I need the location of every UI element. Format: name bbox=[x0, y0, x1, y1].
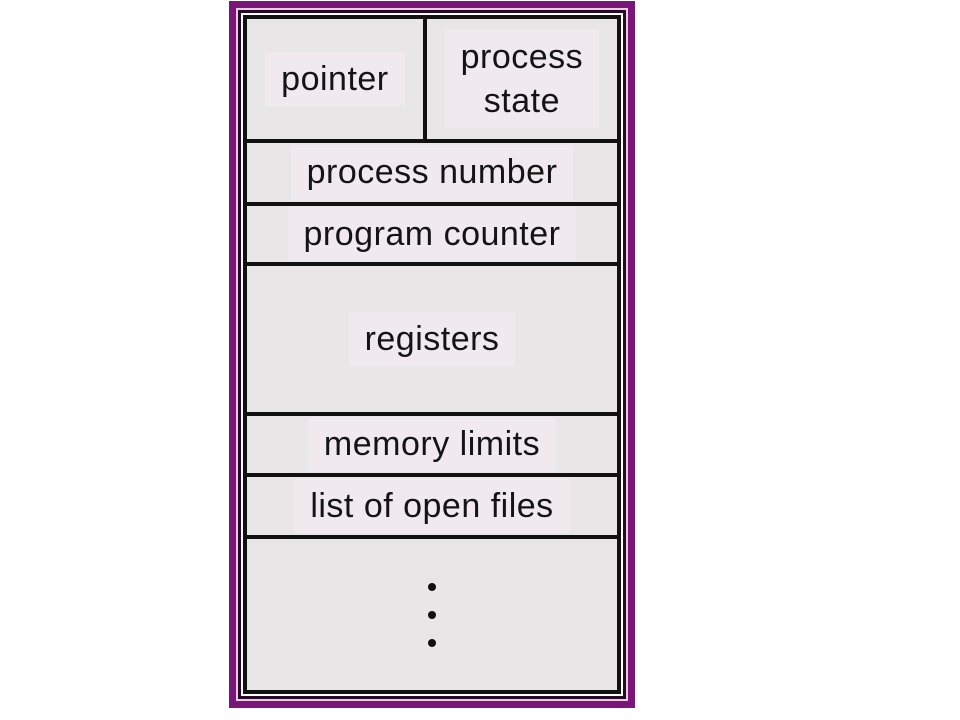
memory-limits-label: memory limits bbox=[307, 417, 557, 472]
ellipsis-dot-icon bbox=[428, 610, 436, 619]
pcb-row-registers: registers bbox=[247, 262, 617, 412]
pcb-frame-outer-border: pointer process state process number bbox=[229, 1, 635, 708]
pointer-label: pointer bbox=[265, 51, 405, 107]
pcb-frame-inner-line: pointer process state process number bbox=[238, 10, 626, 699]
pcb-row-memory-limits: memory limits bbox=[247, 412, 617, 473]
pcb-cell-pointer: pointer bbox=[247, 19, 427, 139]
pcb-table: pointer process state process number bbox=[243, 15, 621, 694]
pcb-row-pointer-process-state: pointer process state bbox=[247, 19, 617, 139]
pcb-row-list-of-open-files: list of open files bbox=[247, 473, 617, 535]
pcb-row-ellipsis bbox=[247, 535, 617, 690]
pcb-row-program-counter: program counter bbox=[247, 202, 617, 262]
pcb-frame-pink-line: pointer process state process number bbox=[236, 8, 628, 701]
pcb-cell-process-state: process state bbox=[427, 19, 617, 139]
pcb-row-process-number: process number bbox=[247, 139, 617, 202]
process-state-label: process state bbox=[444, 29, 600, 129]
process-number-label: process number bbox=[290, 145, 574, 200]
program-counter-label: program counter bbox=[287, 206, 577, 262]
ellipsis-dot-icon bbox=[428, 638, 436, 647]
registers-label: registers bbox=[348, 311, 516, 367]
ellipsis-dot-icon bbox=[428, 582, 436, 591]
list-of-open-files-label: list of open files bbox=[294, 478, 570, 534]
process-state-label-line1: process bbox=[460, 37, 584, 76]
process-state-label-line2: state bbox=[483, 82, 560, 120]
